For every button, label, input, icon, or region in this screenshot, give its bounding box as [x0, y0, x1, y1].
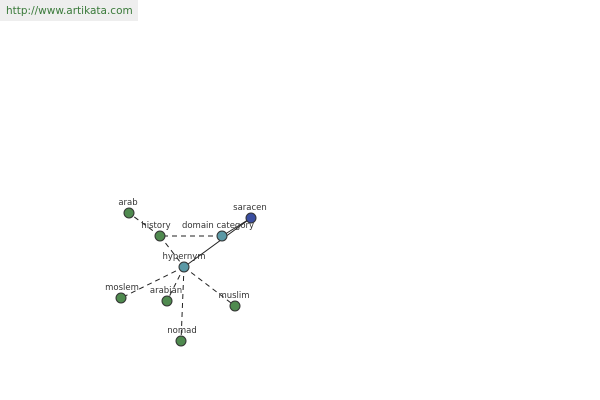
node-label-nomad[interactable]: nomad	[167, 326, 196, 336]
node-circle-arabian[interactable]	[161, 295, 173, 307]
graph-nodes: arab history domain category saracen hyperny…	[105, 198, 267, 347]
edge-history-hypernym	[159, 235, 185, 268]
node-arabian[interactable]: arabian	[150, 286, 182, 307]
edge-hypernym-moslem	[120, 266, 185, 299]
node-arab[interactable]: arab	[118, 198, 138, 219]
node-label-saracen[interactable]: saracen	[233, 203, 267, 213]
node-circle-domain-category[interactable]	[216, 230, 228, 242]
graph-edges	[120, 212, 252, 342]
node-circle-muslim[interactable]	[229, 300, 241, 312]
node-nomad[interactable]: nomad	[167, 326, 197, 347]
url-bar: http://www.artikata.com	[0, 0, 138, 21]
node-label-domain-category[interactable]: domain category	[182, 221, 254, 231]
node-moslem[interactable]: moslem	[105, 283, 139, 304]
edge-hypernym-arabian	[166, 266, 185, 302]
edge-hypernym-nomad	[180, 266, 185, 342]
node-label-moslem[interactable]: moslem	[105, 283, 139, 293]
edge-history-arab	[128, 212, 161, 237]
node-label-arab[interactable]: arab	[118, 198, 137, 208]
node-saracen[interactable]: saracen	[233, 203, 267, 224]
node-label-history[interactable]: history	[141, 221, 170, 231]
site-url-link[interactable]: http://www.artikata.com	[6, 5, 133, 17]
edge-hypernym-muslim	[183, 266, 236, 307]
node-label-hypernym[interactable]: hypernym	[162, 252, 205, 262]
node-label-muslim[interactable]: muslim	[218, 291, 249, 301]
node-circle-moslem[interactable]	[115, 292, 127, 304]
edge-saracen-domain-category	[221, 217, 252, 237]
node-circle-hypernym[interactable]	[178, 261, 190, 273]
node-history[interactable]: history	[141, 221, 171, 242]
node-muslim[interactable]: muslim	[218, 291, 250, 312]
node-circle-nomad[interactable]	[175, 335, 187, 347]
node-hypernym[interactable]: hypernym	[162, 252, 206, 273]
node-circle-history[interactable]	[154, 230, 166, 242]
node-circle-arab[interactable]	[123, 207, 135, 219]
edge-saracen-hypernym	[183, 217, 252, 268]
node-label-arabian[interactable]: arabian	[150, 286, 182, 296]
node-circle-saracen[interactable]	[245, 212, 257, 224]
node-domain-category[interactable]: domain category	[182, 221, 254, 242]
